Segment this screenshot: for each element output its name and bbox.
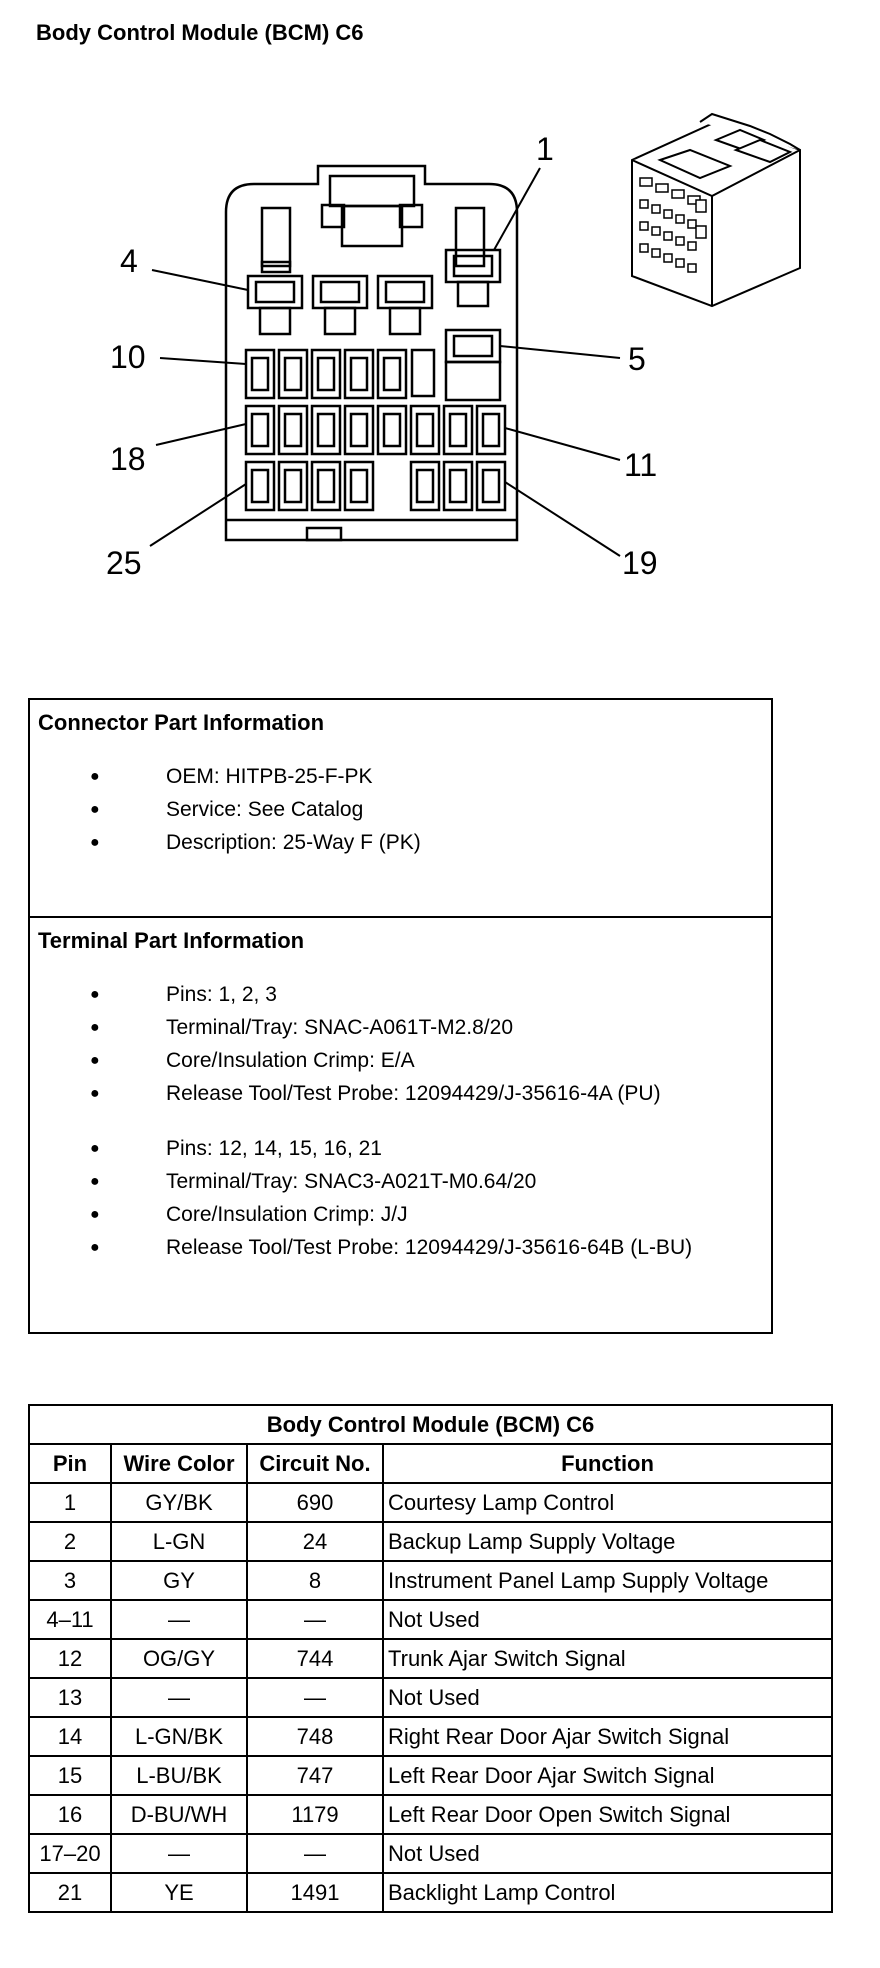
connector-outline: [224, 164, 519, 542]
terminal-part-info: Terminal Part Information Pins: 1, 2, 3 …: [30, 918, 771, 1278]
callout-1: 1: [536, 131, 554, 167]
connector-latch: [328, 174, 416, 208]
callout-11: 11: [624, 447, 657, 483]
function-cell: Courtesy Lamp Control: [382, 1482, 833, 1523]
callout-18: 18: [110, 441, 146, 477]
table-header-row: Pin Wire Color Circuit No. Function: [28, 1443, 833, 1484]
callout-5: 5: [628, 341, 646, 377]
callout-25: 25: [106, 545, 142, 581]
circuit-cell: 1491: [246, 1872, 384, 1913]
function-cell: Not Used: [382, 1833, 833, 1874]
pin-cell: 16: [28, 1794, 112, 1835]
pin-cell: 2: [28, 1521, 112, 1562]
connector-part-info: Connector Part Information OEM: HITPB-25…: [30, 700, 771, 918]
connector-part-info-heading: Connector Part Information: [38, 710, 325, 735]
callout-19: 19: [622, 545, 658, 581]
pin-cell: 15: [28, 1755, 112, 1796]
circuit-cell: 1179: [246, 1794, 384, 1835]
column-header: Function: [382, 1443, 833, 1484]
circuit-cell: 744: [246, 1638, 384, 1679]
column-header: Pin: [28, 1443, 112, 1484]
wire-color-cell: —: [110, 1599, 248, 1640]
list-item: Terminal/Tray: SNAC3-A021T-M0.64/20: [38, 1165, 763, 1198]
function-cell: Right Rear Door Ajar Switch Signal: [382, 1716, 833, 1757]
function-cell: Instrument Panel Lamp Supply Voltage: [382, 1560, 833, 1601]
wire-color-cell: OG/GY: [110, 1638, 248, 1679]
pin-cell: 21: [28, 1872, 112, 1913]
pin-cell: 14: [28, 1716, 112, 1757]
pin-cell: 1: [28, 1482, 112, 1523]
callout-10: 10: [110, 339, 146, 375]
column-header: Wire Color: [110, 1443, 248, 1484]
circuit-cell: —: [246, 1677, 384, 1718]
circuit-cell: 690: [246, 1482, 384, 1523]
list-item: Core/Insulation Crimp: J/J: [38, 1198, 763, 1231]
pin-cell: 4–11: [28, 1599, 112, 1640]
column-header: Circuit No.: [246, 1443, 384, 1484]
table-row: 4–11——Not Used: [28, 1599, 833, 1640]
connector-iso-illustration: [631, 112, 801, 308]
list-item: Core/Insulation Crimp: E/A: [38, 1044, 763, 1077]
circuit-cell: —: [246, 1833, 384, 1874]
function-cell: Trunk Ajar Switch Signal: [382, 1638, 833, 1679]
part-info-box: Connector Part Information OEM: HITPB-25…: [28, 698, 773, 1334]
pin-cell: 17–20: [28, 1833, 112, 1874]
wire-color-cell: L-GN/BK: [110, 1716, 248, 1757]
function-cell: Backlight Lamp Control: [382, 1872, 833, 1913]
function-cell: Not Used: [382, 1599, 833, 1640]
list-item: Terminal/Tray: SNAC-A061T-M2.8/20: [38, 1011, 763, 1044]
list-item: Release Tool/Test Probe: 12094429/J-3561…: [38, 1077, 763, 1110]
row-pins-19-25: [244, 460, 507, 512]
function-cell: Not Used: [382, 1677, 833, 1718]
function-cell: Left Rear Door Open Switch Signal: [382, 1794, 833, 1835]
wire-color-cell: YE: [110, 1872, 248, 1913]
list-item: Description: 25-Way F (PK): [38, 826, 763, 859]
page-title: Body Control Module (BCM) C6: [36, 20, 364, 45]
pin-cell: 12: [28, 1638, 112, 1679]
circuit-cell: 748: [246, 1716, 384, 1757]
pin-cell: 13: [28, 1677, 112, 1718]
callout-4: 4: [120, 243, 138, 279]
circuit-cell: 8: [246, 1560, 384, 1601]
wire-color-cell: D-BU/WH: [110, 1794, 248, 1835]
circuit-cell: 747: [246, 1755, 384, 1796]
terminal-part-info-heading: Terminal Part Information: [38, 928, 305, 953]
function-cell: Left Rear Door Ajar Switch Signal: [382, 1755, 833, 1796]
wire-color-cell: —: [110, 1677, 248, 1718]
function-cell: Backup Lamp Supply Voltage: [382, 1521, 833, 1562]
table-title: Body Control Module (BCM) C6: [28, 1404, 833, 1445]
list-item: Pins: 12, 14, 15, 16, 21: [38, 1132, 763, 1165]
row-pins-11-18: [244, 404, 507, 456]
list-item: OEM: HITPB-25-F-PK: [38, 760, 763, 793]
list-item: Release Tool/Test Probe: 12094429/J-3561…: [38, 1231, 763, 1264]
wire-color-cell: —: [110, 1833, 248, 1874]
list-item: Service: See Catalog: [38, 793, 763, 826]
wire-color-cell: L-BU/BK: [110, 1755, 248, 1796]
pin-cell: 3: [28, 1560, 112, 1601]
table-row: 17–20——Not Used: [28, 1833, 833, 1874]
circuit-cell: 24: [246, 1521, 384, 1562]
leader-lines: [149, 167, 621, 557]
row-pins-6-10: [244, 348, 408, 400]
wire-color-cell: L-GN: [110, 1521, 248, 1562]
wire-color-cell: GY/BK: [110, 1482, 248, 1523]
table-row: 13——Not Used: [28, 1677, 833, 1718]
connector-diagram: 1 4 5 10 11 18 19 25: [106, 112, 801, 581]
wire-color-cell: GY: [110, 1560, 248, 1601]
pinout-table: Body Control Module (BCM) C6 Pin Wire Co…: [28, 1404, 833, 1913]
list-item: Pins: 1, 2, 3: [38, 978, 763, 1011]
circuit-cell: —: [246, 1599, 384, 1640]
